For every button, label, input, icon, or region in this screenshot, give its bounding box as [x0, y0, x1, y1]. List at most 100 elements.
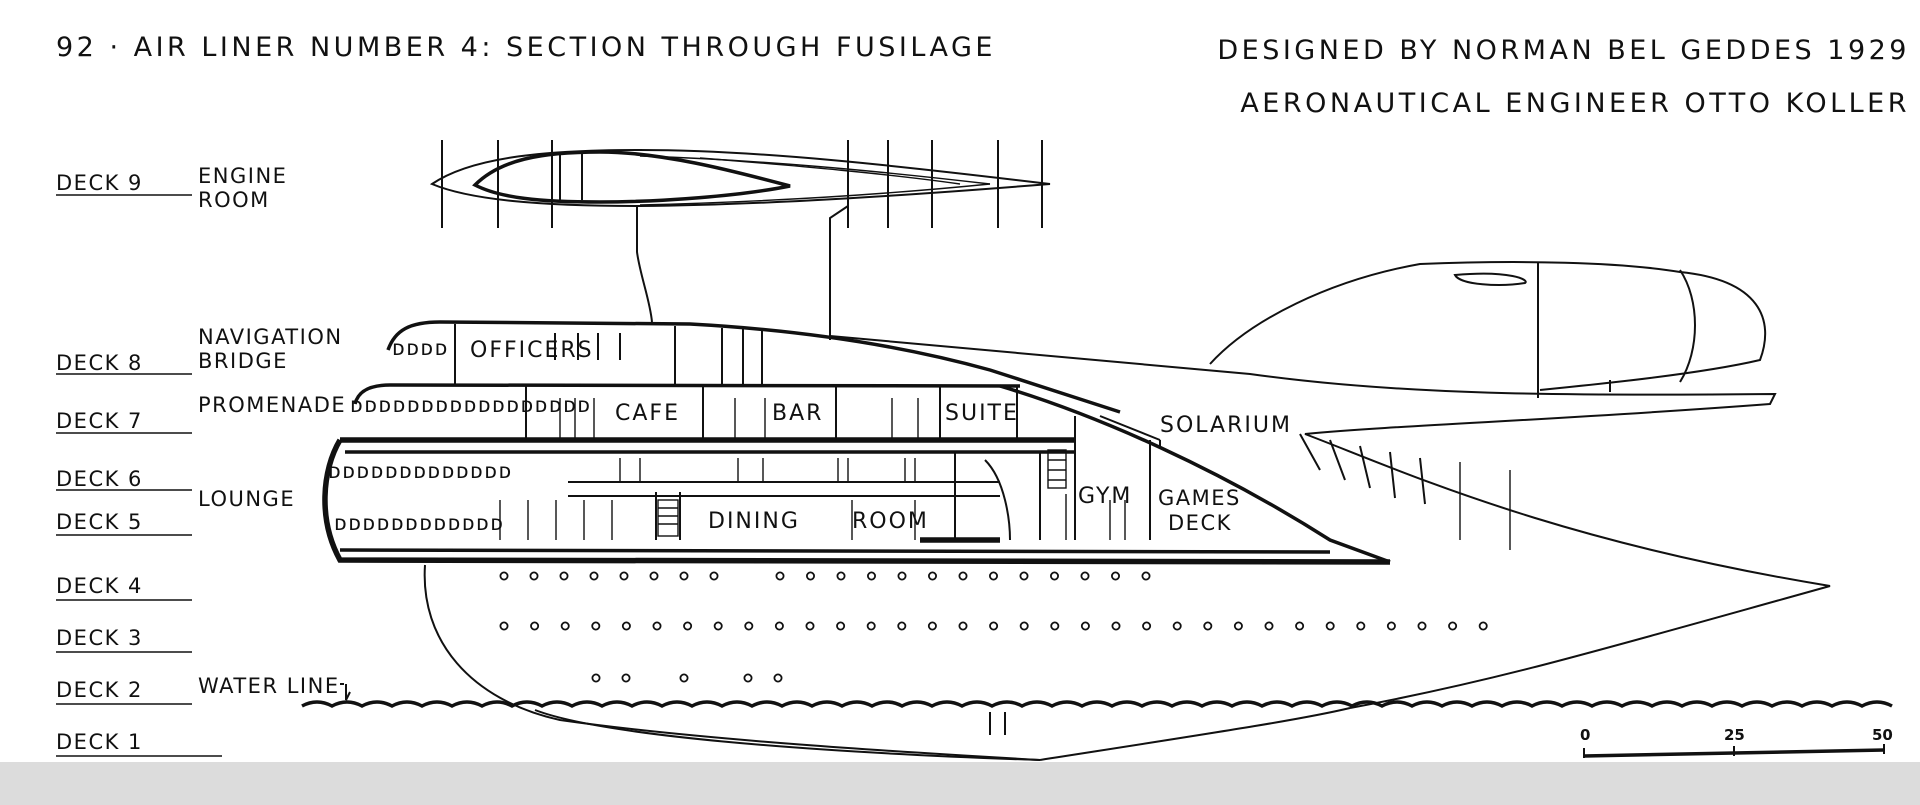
- porthole: [591, 673, 601, 683]
- deck-7-label: DECK 7: [56, 409, 143, 433]
- porthole: [649, 571, 659, 581]
- porthole: [560, 621, 570, 631]
- engineer-credit: AERONAUTICAL ENGINEER OTTO KOLLER: [1240, 88, 1910, 119]
- upper-decks: OFFICERS ᴅᴅᴅᴅ ᴅᴅᴅᴅᴅᴅᴅᴅᴅᴅᴅᴅᴅᴅᴅᴅᴅ CAFE BAR…: [340, 320, 1121, 443]
- dining-label: DINING: [708, 509, 800, 534]
- porthole: [1019, 621, 1029, 631]
- porthole: [927, 621, 937, 631]
- porthole: [679, 673, 689, 683]
- dining-room-label: ROOM: [852, 509, 929, 534]
- porthole: [958, 621, 968, 631]
- portholes-deck-2: [591, 673, 783, 683]
- deck-labels: DECK 9 DECK 8 DECK 7 DECK 6 DECK 5 DECK …: [56, 171, 222, 757]
- bar-label: BAR: [772, 401, 823, 426]
- porthole: [866, 621, 876, 631]
- scale-bar: 0 25 50: [1580, 726, 1893, 758]
- porthole: [897, 621, 907, 631]
- porthole: [499, 621, 509, 631]
- porthole: [836, 571, 846, 581]
- deck-5-label: DECK 5: [56, 510, 143, 534]
- porthole: [1111, 621, 1121, 631]
- propellers: [441, 140, 1043, 228]
- porthole: [1356, 621, 1366, 631]
- porthole: [989, 621, 999, 631]
- porthole: [1478, 621, 1488, 631]
- porthole: [683, 621, 693, 631]
- porthole: [773, 673, 783, 683]
- porthole: [529, 571, 539, 581]
- porthole: [709, 571, 719, 581]
- porthole: [1080, 571, 1090, 581]
- room-label: ROOM: [198, 188, 270, 212]
- porthole: [1233, 621, 1243, 631]
- porthole: [1080, 621, 1090, 631]
- porthole: [652, 621, 662, 631]
- porthole: [1295, 621, 1305, 631]
- engine-wing: [429, 140, 1051, 340]
- porthole: [1264, 621, 1274, 631]
- porthole: [836, 621, 846, 631]
- porthole: [806, 571, 816, 581]
- porthole: [867, 571, 877, 581]
- water-line: [301, 683, 1893, 708]
- suite-label: SUITE: [945, 401, 1019, 426]
- games-label: GAMES: [1158, 486, 1241, 510]
- solarium-label: SOLARIUM: [1160, 413, 1292, 438]
- porthole: [530, 621, 540, 631]
- promenade-windows: ᴅᴅᴅᴅᴅᴅᴅᴅᴅᴅᴅᴅᴅᴅᴅᴅᴅ: [350, 393, 591, 417]
- officers-label: OFFICERS: [470, 338, 594, 363]
- porthole: [589, 571, 599, 581]
- porthole: [679, 571, 689, 581]
- games-deck-label: DECK: [1168, 511, 1232, 535]
- lounge-decks: ᴅᴅᴅᴅᴅᴅᴅᴅᴅᴅᴅᴅᴅ ᴅᴅᴅᴅᴅᴅᴅᴅᴅᴅᴅᴅ DINING ROOM: [322, 384, 1391, 565]
- scale-25: 25: [1724, 726, 1745, 744]
- porthole: [1172, 621, 1182, 631]
- lounge-lower-windows: ᴅᴅᴅᴅᴅᴅᴅᴅᴅᴅᴅᴅ: [334, 511, 504, 535]
- scale-50: 50: [1872, 726, 1893, 744]
- scale-0: 0: [1580, 726, 1590, 744]
- porthole: [1142, 621, 1152, 631]
- bridge-label: BRIDGE: [198, 349, 288, 373]
- cafe-label: CAFE: [615, 401, 680, 426]
- deck-9-label: DECK 9: [56, 171, 143, 195]
- porthole: [989, 571, 999, 581]
- fuselage-section-drawing: 92 · AIR LINER NUMBER 4: SECTION THROUGH…: [56, 32, 1910, 761]
- porthole: [621, 621, 631, 631]
- porthole: [1111, 571, 1121, 581]
- lounge-upper-windows: ᴅᴅᴅᴅᴅᴅᴅᴅᴅᴅᴅᴅᴅ: [328, 459, 513, 483]
- porthole: [774, 621, 784, 631]
- deck-6-label: DECK 6: [56, 467, 143, 491]
- porthole: [1203, 621, 1213, 631]
- porthole: [619, 571, 629, 581]
- bridge-windows: ᴅᴅᴅᴅ: [392, 336, 449, 360]
- porthole: [897, 571, 907, 581]
- porthole: [1386, 621, 1396, 631]
- plate-title: 92 · AIR LINER NUMBER 4: SECTION THROUGH…: [56, 32, 996, 63]
- porthole: [1019, 571, 1029, 581]
- engine-label: ENGINE: [198, 164, 287, 188]
- porthole: [1448, 621, 1458, 631]
- promenade-label: PROMENADE: [198, 393, 346, 417]
- porthole: [1050, 621, 1060, 631]
- portholes-deck-3: [499, 621, 1488, 631]
- navigation-label: NAVIGATION: [198, 325, 343, 349]
- diagram-sheet: 92 · AIR LINER NUMBER 4: SECTION THROUGH…: [56, 32, 1910, 761]
- porthole: [591, 621, 601, 631]
- porthole: [559, 571, 569, 581]
- porthole: [928, 571, 938, 581]
- water-line-label: WATER LINE: [198, 674, 340, 698]
- porthole: [1141, 571, 1151, 581]
- porthole: [713, 621, 723, 631]
- lounge-label: LOUNGE: [198, 487, 295, 511]
- deck-names: ENGINE ROOM NAVIGATION BRIDGE PROMENADE …: [198, 164, 346, 698]
- deck-4-label: DECK 4: [56, 574, 143, 598]
- porthole: [621, 673, 631, 683]
- portholes-deck-4: [499, 571, 1151, 581]
- deck-8-label: DECK 8: [56, 351, 143, 375]
- porthole: [775, 571, 785, 581]
- lower-hull: [423, 564, 1488, 761]
- deck-1-label: DECK 1: [56, 730, 143, 754]
- solarium-tail: SOLARIUM: [829, 261, 1831, 709]
- deck-2-label: DECK 2: [56, 678, 143, 702]
- porthole: [743, 673, 753, 683]
